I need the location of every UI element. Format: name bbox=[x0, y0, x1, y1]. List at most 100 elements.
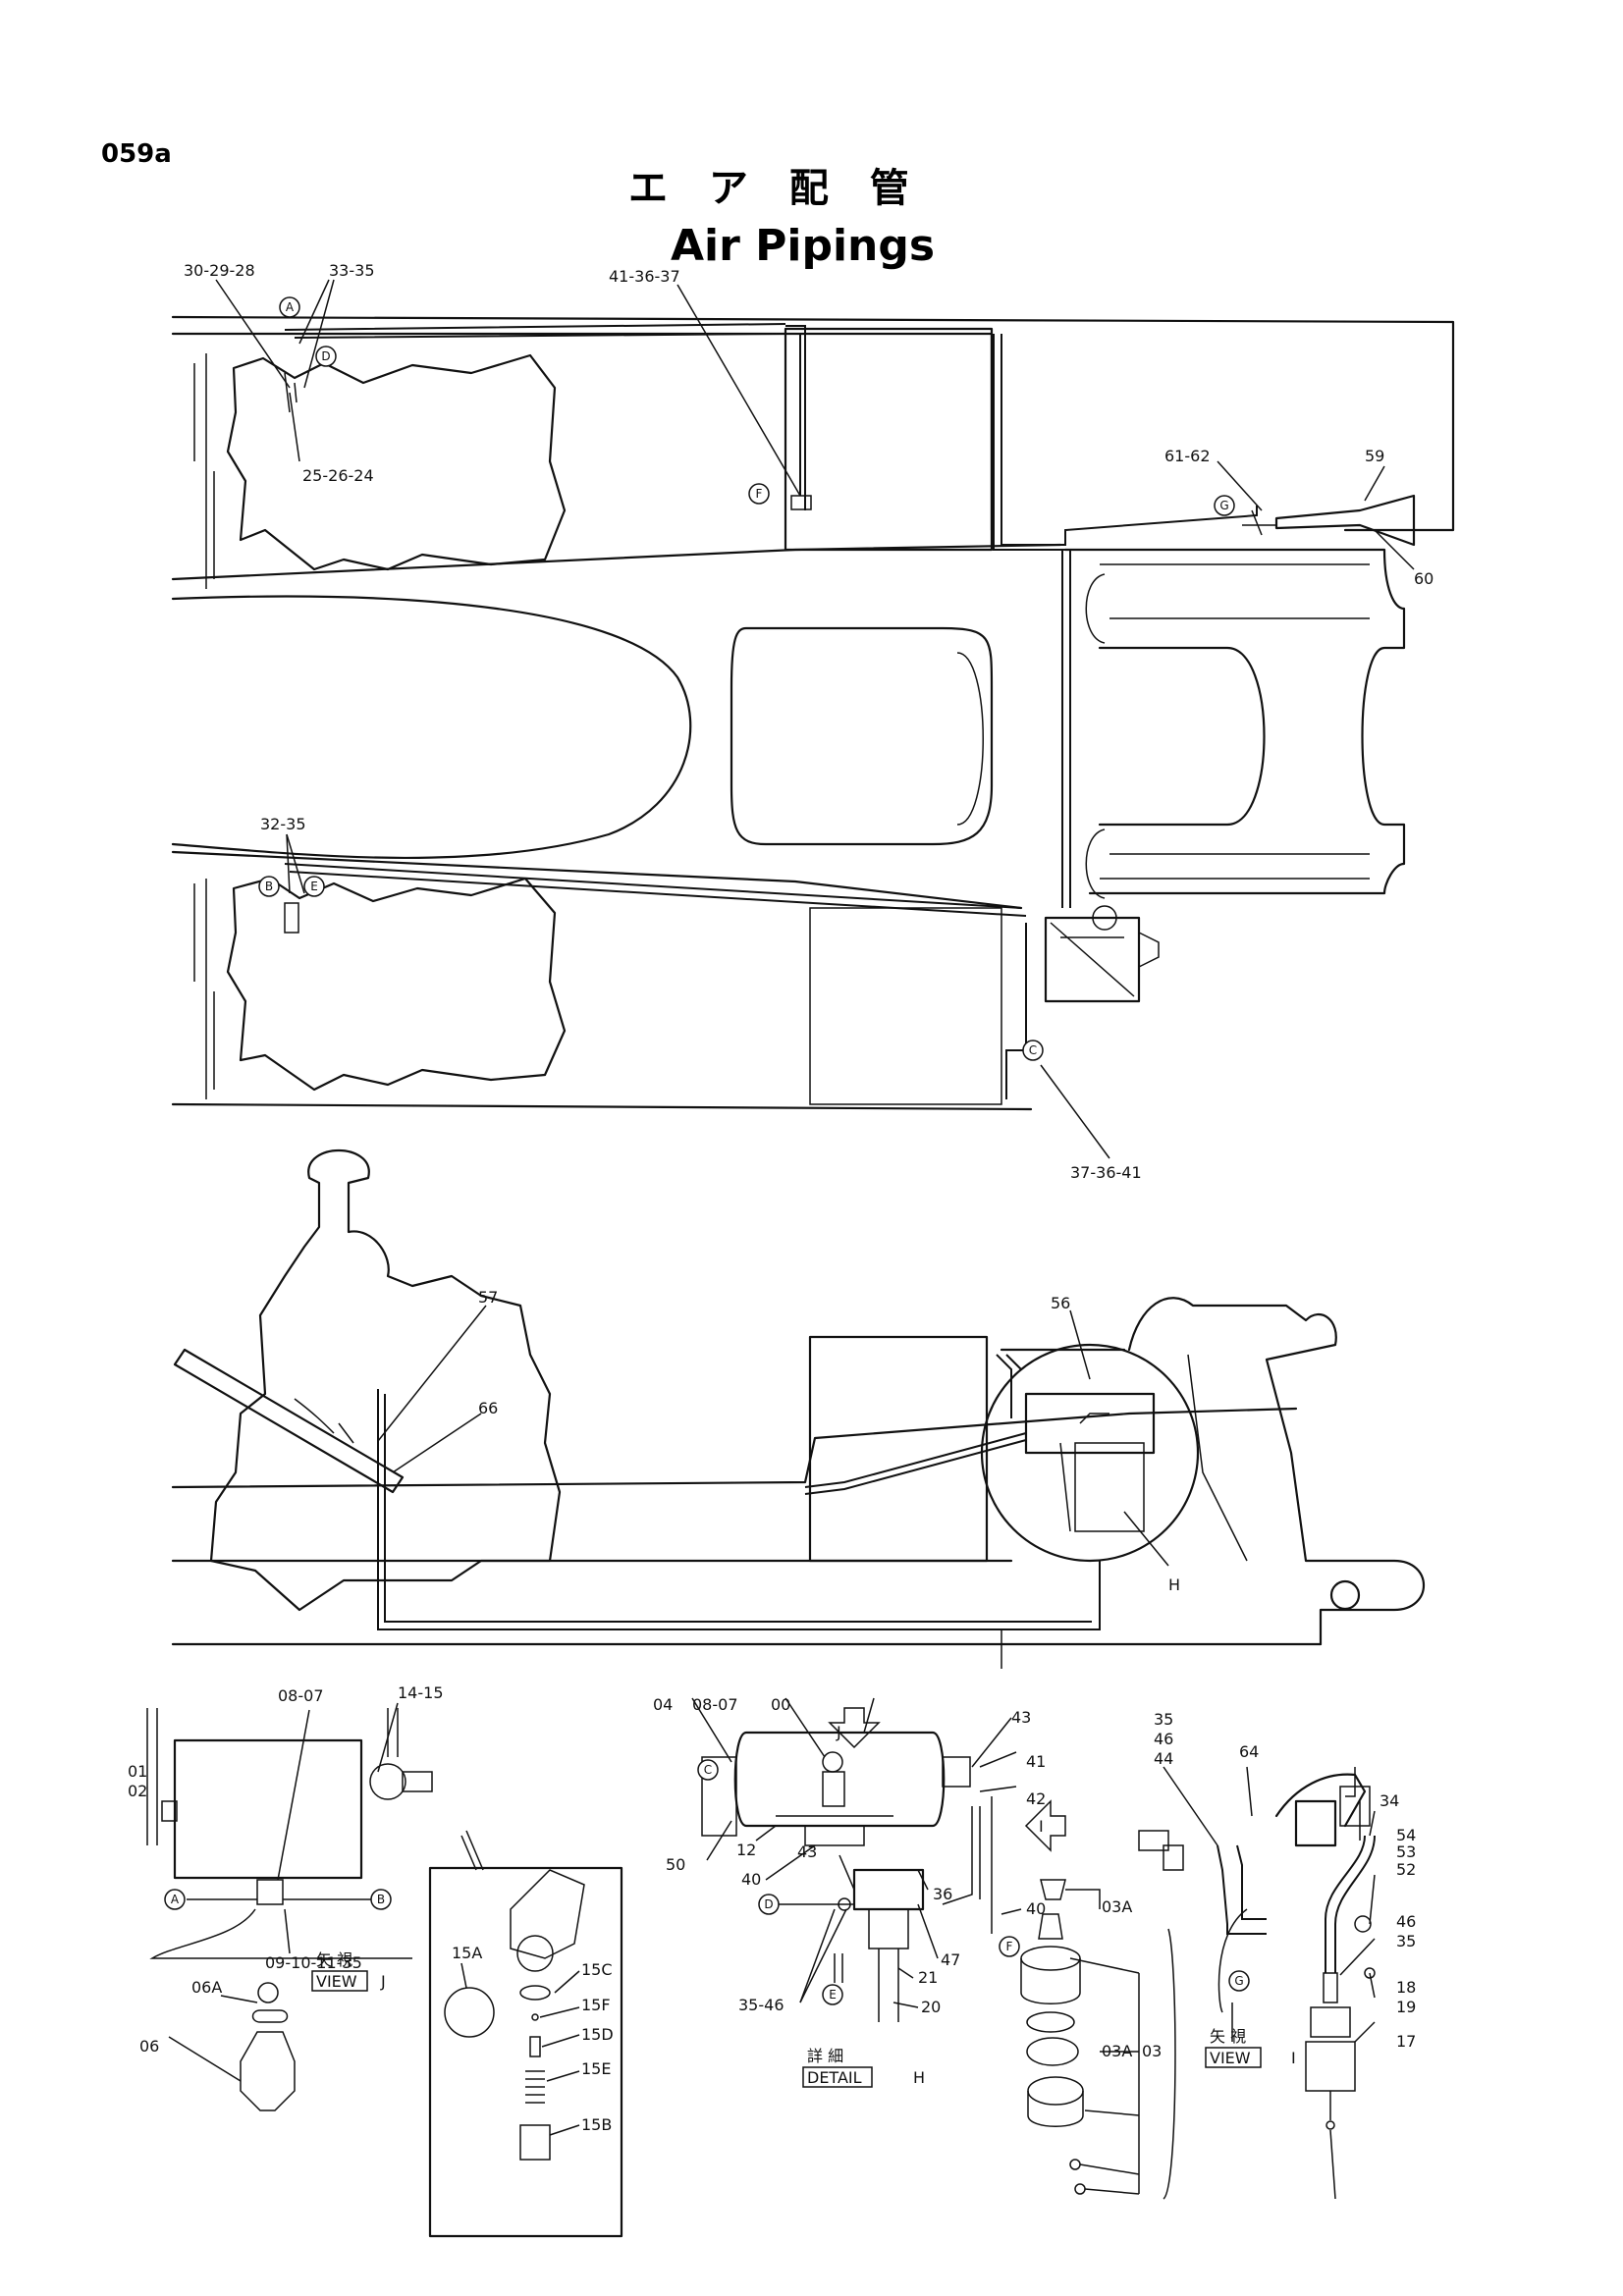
svg-text:D: D bbox=[764, 1897, 773, 1911]
detail-h-caption: 詳 細 DETAIL H bbox=[802, 2047, 925, 2088]
view-i-drawing bbox=[1138, 1766, 1376, 2200]
detail-h-label-03A-top: 03A bbox=[1102, 1897, 1132, 1916]
title-english: Air Pipings bbox=[671, 221, 935, 271]
marker-C-plan: C bbox=[1022, 1040, 1044, 1061]
svg-text:詳 細: 詳 細 bbox=[807, 2047, 843, 2065]
svg-text:矢 視: 矢 視 bbox=[316, 1950, 352, 1969]
svg-text:矢 視: 矢 視 bbox=[1210, 2027, 1246, 2046]
view-j-label-01: 01 bbox=[128, 1762, 147, 1781]
detail-h-label-36: 36 bbox=[933, 1885, 952, 1903]
view-j-label-08-07: 08-07 bbox=[278, 1686, 324, 1705]
svg-text:H: H bbox=[913, 2068, 925, 2087]
svg-text:I: I bbox=[1291, 2049, 1296, 2067]
detail-h-label-47: 47 bbox=[941, 1950, 960, 1969]
detail-h-marker-E: E bbox=[822, 1984, 843, 2005]
view-j-marker-A: A bbox=[164, 1889, 186, 1910]
callout-56: 56 bbox=[1051, 1294, 1070, 1312]
detail-h-label-21: 21 bbox=[918, 1968, 938, 1987]
detail-h-drawing bbox=[691, 1697, 1066, 2022]
detail-h-label-40-right: 40 bbox=[1026, 1899, 1046, 1918]
detail-h-label-12: 12 bbox=[736, 1841, 756, 1859]
detail-h-label-20: 20 bbox=[921, 1998, 941, 2016]
view-j-inset bbox=[428, 1830, 623, 2238]
page-number: 059a bbox=[101, 139, 172, 169]
marker-G-plan: G bbox=[1214, 495, 1235, 516]
view-j-label-02: 02 bbox=[128, 1782, 147, 1800]
svg-text:A: A bbox=[286, 300, 295, 314]
view-j-label-15B: 15B bbox=[581, 2115, 612, 2134]
view-i-label-19: 19 bbox=[1396, 1998, 1416, 2016]
detail-h-exploded-parts bbox=[1020, 1879, 1176, 2200]
view-i-label-35-top: 35 bbox=[1154, 1710, 1173, 1729]
svg-text:F: F bbox=[756, 487, 763, 501]
view-j-label-15A: 15A bbox=[452, 1944, 482, 1962]
marker-B-plan: B bbox=[258, 876, 280, 897]
callout-57: 57 bbox=[478, 1288, 498, 1307]
view-i-label-54: 54 bbox=[1396, 1826, 1416, 1844]
callout-30-29-28: 30-29-28 bbox=[184, 261, 255, 280]
view-i-label-53: 53 bbox=[1396, 1842, 1416, 1861]
view-j-label-09-10-11-35: 09-10-11-35 bbox=[265, 1953, 362, 1972]
svg-text:G: G bbox=[1219, 499, 1228, 512]
callout-37-36-41: 37-36-41 bbox=[1070, 1163, 1142, 1182]
detail-h-label-42: 42 bbox=[1026, 1789, 1046, 1808]
callout-41-36-37: 41-36-37 bbox=[609, 267, 680, 286]
detail-h-label-43-top: 43 bbox=[1011, 1708, 1031, 1727]
detail-h-arrow-j: J bbox=[836, 1723, 841, 1741]
view-j-label-15E: 15E bbox=[581, 2059, 611, 2078]
marker-D-plan: D bbox=[315, 346, 337, 367]
detail-h-label-40-left: 40 bbox=[741, 1870, 761, 1889]
callout-60: 60 bbox=[1414, 569, 1434, 588]
view-i-label-46-bottom: 46 bbox=[1396, 1912, 1416, 1931]
svg-text:E: E bbox=[310, 880, 318, 893]
svg-text:DETAIL: DETAIL bbox=[807, 2068, 862, 2087]
svg-text:VIEW: VIEW bbox=[316, 1972, 357, 1991]
view-i-label-46-top: 46 bbox=[1154, 1730, 1173, 1748]
callout-59: 59 bbox=[1365, 447, 1384, 465]
plan-view-leaders bbox=[215, 279, 1415, 1159]
view-i-label-35-bottom: 35 bbox=[1396, 1932, 1416, 1950]
view-i-label-18: 18 bbox=[1396, 1978, 1416, 1997]
view-j-marker-B: B bbox=[370, 1889, 392, 1910]
svg-text:D: D bbox=[321, 349, 330, 363]
detail-h-label-04: 04 bbox=[653, 1695, 673, 1714]
view-i-label-52: 52 bbox=[1396, 1860, 1416, 1879]
marker-A-plan: A bbox=[279, 296, 300, 318]
marker-F-plan: F bbox=[748, 483, 770, 505]
detail-h-marker-C: C bbox=[697, 1759, 719, 1781]
svg-text:E: E bbox=[829, 1988, 837, 2002]
detail-h-label-41: 41 bbox=[1026, 1752, 1046, 1771]
svg-text:A: A bbox=[171, 1893, 180, 1906]
callout-61-62: 61-62 bbox=[1164, 447, 1211, 465]
detail-h-marker-D: D bbox=[758, 1894, 780, 1915]
svg-text:G: G bbox=[1234, 1974, 1243, 1988]
callout-25-26-24: 25-26-24 bbox=[302, 466, 374, 485]
view-j-caption: 矢 視 VIEW J bbox=[311, 1950, 386, 1992]
view-j-label-15D: 15D bbox=[581, 2025, 614, 2044]
svg-text:J: J bbox=[380, 1972, 386, 1991]
view-j-label-14-15: 14-15 bbox=[398, 1683, 444, 1702]
svg-text:C: C bbox=[1029, 1043, 1037, 1057]
callout-66: 66 bbox=[478, 1399, 498, 1417]
svg-text:F: F bbox=[1006, 1940, 1013, 1953]
detail-h-arrow-i: I bbox=[1039, 1817, 1044, 1836]
view-j-label-06: 06 bbox=[139, 2037, 159, 2056]
title-japanese: エ ア 配 管 bbox=[628, 166, 923, 211]
detail-h-label-08-07: 08-07 bbox=[692, 1695, 738, 1714]
side-elevation bbox=[171, 1148, 1426, 1669]
view-j-label-06A: 06A bbox=[191, 1978, 222, 1997]
svg-text:B: B bbox=[265, 880, 273, 893]
view-i-label-64: 64 bbox=[1239, 1742, 1259, 1761]
view-j-label-15C: 15C bbox=[581, 1960, 613, 1979]
detail-h-label-50: 50 bbox=[666, 1855, 685, 1874]
plan-view bbox=[171, 315, 1455, 1111]
view-i-label-34: 34 bbox=[1380, 1791, 1399, 1810]
svg-text:VIEW: VIEW bbox=[1210, 2049, 1251, 2067]
detail-h-label-03: 03 bbox=[1142, 2042, 1162, 2060]
view-i-label-17: 17 bbox=[1396, 2032, 1416, 2051]
view-i-marker-G: G bbox=[1228, 1970, 1250, 1992]
svg-text:C: C bbox=[704, 1763, 712, 1777]
detail-h-label-03A-bottom: 03A bbox=[1102, 2042, 1132, 2060]
callout-33-35: 33-35 bbox=[329, 261, 375, 280]
